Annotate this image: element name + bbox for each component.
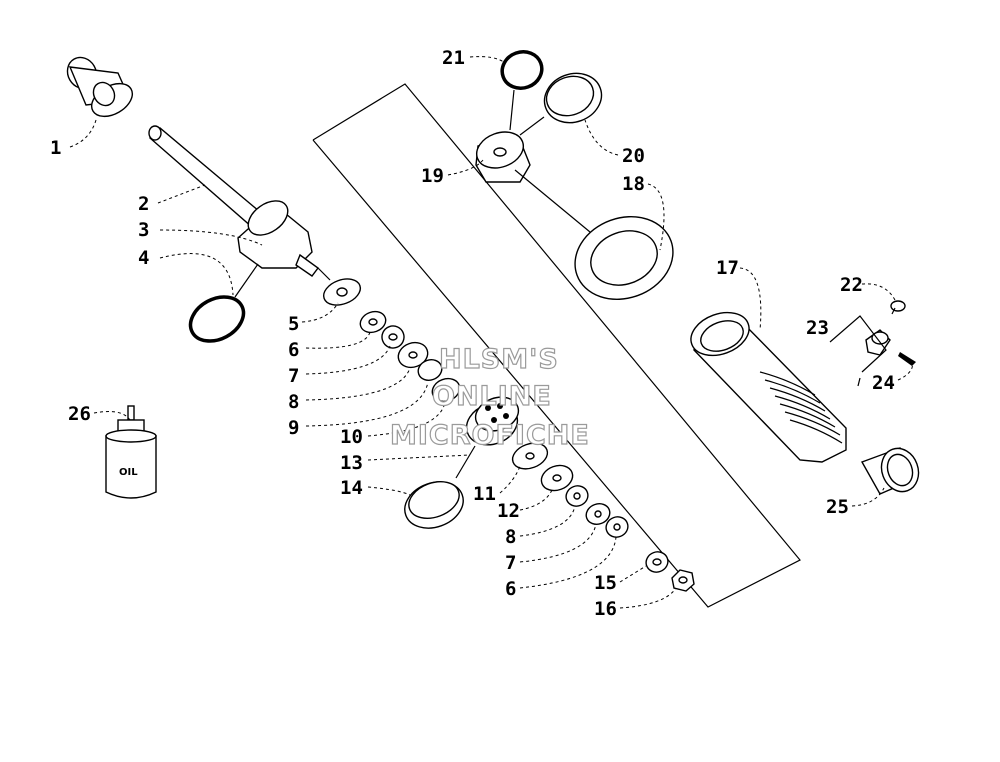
part-2-shaft: [148, 125, 274, 235]
upper-assembly-axis: [514, 169, 591, 233]
leader-12: [519, 489, 553, 511]
leader-25: [851, 487, 885, 507]
leader-7b: [519, 523, 597, 563]
part-26-oil-bottle: OIL: [105, 405, 157, 499]
part-4-o-ring: [188, 295, 246, 343]
callout-18: 18: [622, 173, 645, 195]
leader-11: [499, 465, 521, 494]
callout-20: 20: [622, 145, 645, 167]
lower-assembly-axis: [317, 267, 331, 281]
callout-25: 25: [826, 496, 849, 518]
callout-5: 5: [288, 313, 299, 335]
leader-10: [367, 401, 446, 437]
leader-20: [584, 119, 619, 156]
callout-9: 9: [288, 417, 299, 439]
leader-6a: [305, 331, 371, 349]
leader-21: [469, 56, 506, 64]
leader-3: [159, 229, 263, 246]
callout-7a: 7: [288, 365, 299, 387]
part-1-eye-bushing: [66, 56, 133, 118]
callout-21: 21: [442, 47, 465, 69]
part-20-ring: [543, 72, 603, 124]
callout-16: 16: [594, 598, 617, 620]
leader-solid-20: [519, 116, 545, 136]
leader-16: [619, 587, 677, 609]
callout-8a: 8: [288, 391, 299, 413]
part-21-o-ring: [500, 50, 544, 90]
callout-17: 17: [716, 257, 739, 279]
watermark: HLSM'S ONLINE MICROFICHE: [389, 343, 590, 451]
callout-19: 19: [421, 165, 444, 187]
callout-6a: 6: [288, 339, 299, 361]
leader-2: [157, 184, 206, 204]
part-23-valve: [857, 329, 891, 387]
callout-6b: 6: [505, 578, 516, 600]
callout-23: 23: [806, 317, 829, 339]
leader-1: [69, 119, 97, 148]
part-17-body: [690, 311, 847, 463]
upper-shim-stack: [359, 310, 461, 403]
callout-24: 24: [872, 372, 895, 394]
part-3-seal-head: [237, 200, 319, 277]
callout-10: 10: [340, 426, 363, 448]
part-25-eye: [860, 447, 920, 495]
leader-22: [861, 283, 896, 301]
callout-8b: 8: [505, 526, 516, 548]
leader-14: [367, 486, 411, 496]
leader-solid-21: [509, 89, 515, 131]
oil-label: OIL: [119, 467, 138, 478]
callout-15: 15: [594, 572, 617, 594]
part-18-collar: [574, 216, 674, 300]
callout-14: 14: [340, 477, 363, 499]
part-23-bracket: [829, 315, 887, 373]
callout-11: 11: [473, 483, 496, 505]
callout-2: 2: [138, 193, 149, 215]
callout-13: 13: [340, 452, 363, 474]
part-14-piston-ring: [404, 481, 464, 529]
leader-solid-4: [234, 263, 259, 298]
leader-solid-14: [455, 445, 476, 479]
leader-9: [305, 381, 429, 427]
part-24-pin: [898, 352, 916, 366]
leader-6b: [519, 536, 617, 589]
part-13-piston: [465, 396, 520, 446]
leader-4: [159, 253, 234, 296]
leader-15: [619, 565, 647, 583]
part-22-screw: [890, 300, 906, 315]
leader-17: [739, 267, 762, 331]
callout-7b: 7: [505, 552, 516, 574]
subassembly-frame: [312, 83, 801, 608]
callout-3: 3: [138, 219, 149, 241]
watermark-line-3: MICROFICHE: [390, 420, 590, 451]
leader-8b: [519, 505, 576, 537]
leader-24: [897, 361, 913, 381]
leader-19: [447, 159, 484, 176]
leader-13: [367, 454, 471, 461]
leader-18: [647, 183, 665, 251]
leader-26: [93, 411, 131, 421]
callout-12: 12: [497, 500, 520, 522]
watermark-line-2: ONLINE: [432, 381, 552, 412]
leader-8a: [305, 367, 411, 401]
callout-1: 1: [50, 137, 61, 159]
leader-5: [301, 302, 339, 323]
leader-7a: [305, 345, 391, 375]
part-15-washer: [645, 551, 669, 573]
callout-26: 26: [68, 403, 91, 425]
callout-22: 22: [840, 274, 863, 296]
callout-4: 4: [138, 247, 149, 269]
part-16-nut: [671, 569, 695, 592]
part-5-washer: [322, 278, 362, 306]
lower-shim-stack: [511, 442, 629, 538]
watermark-line-1: HLSM'S: [439, 344, 559, 375]
